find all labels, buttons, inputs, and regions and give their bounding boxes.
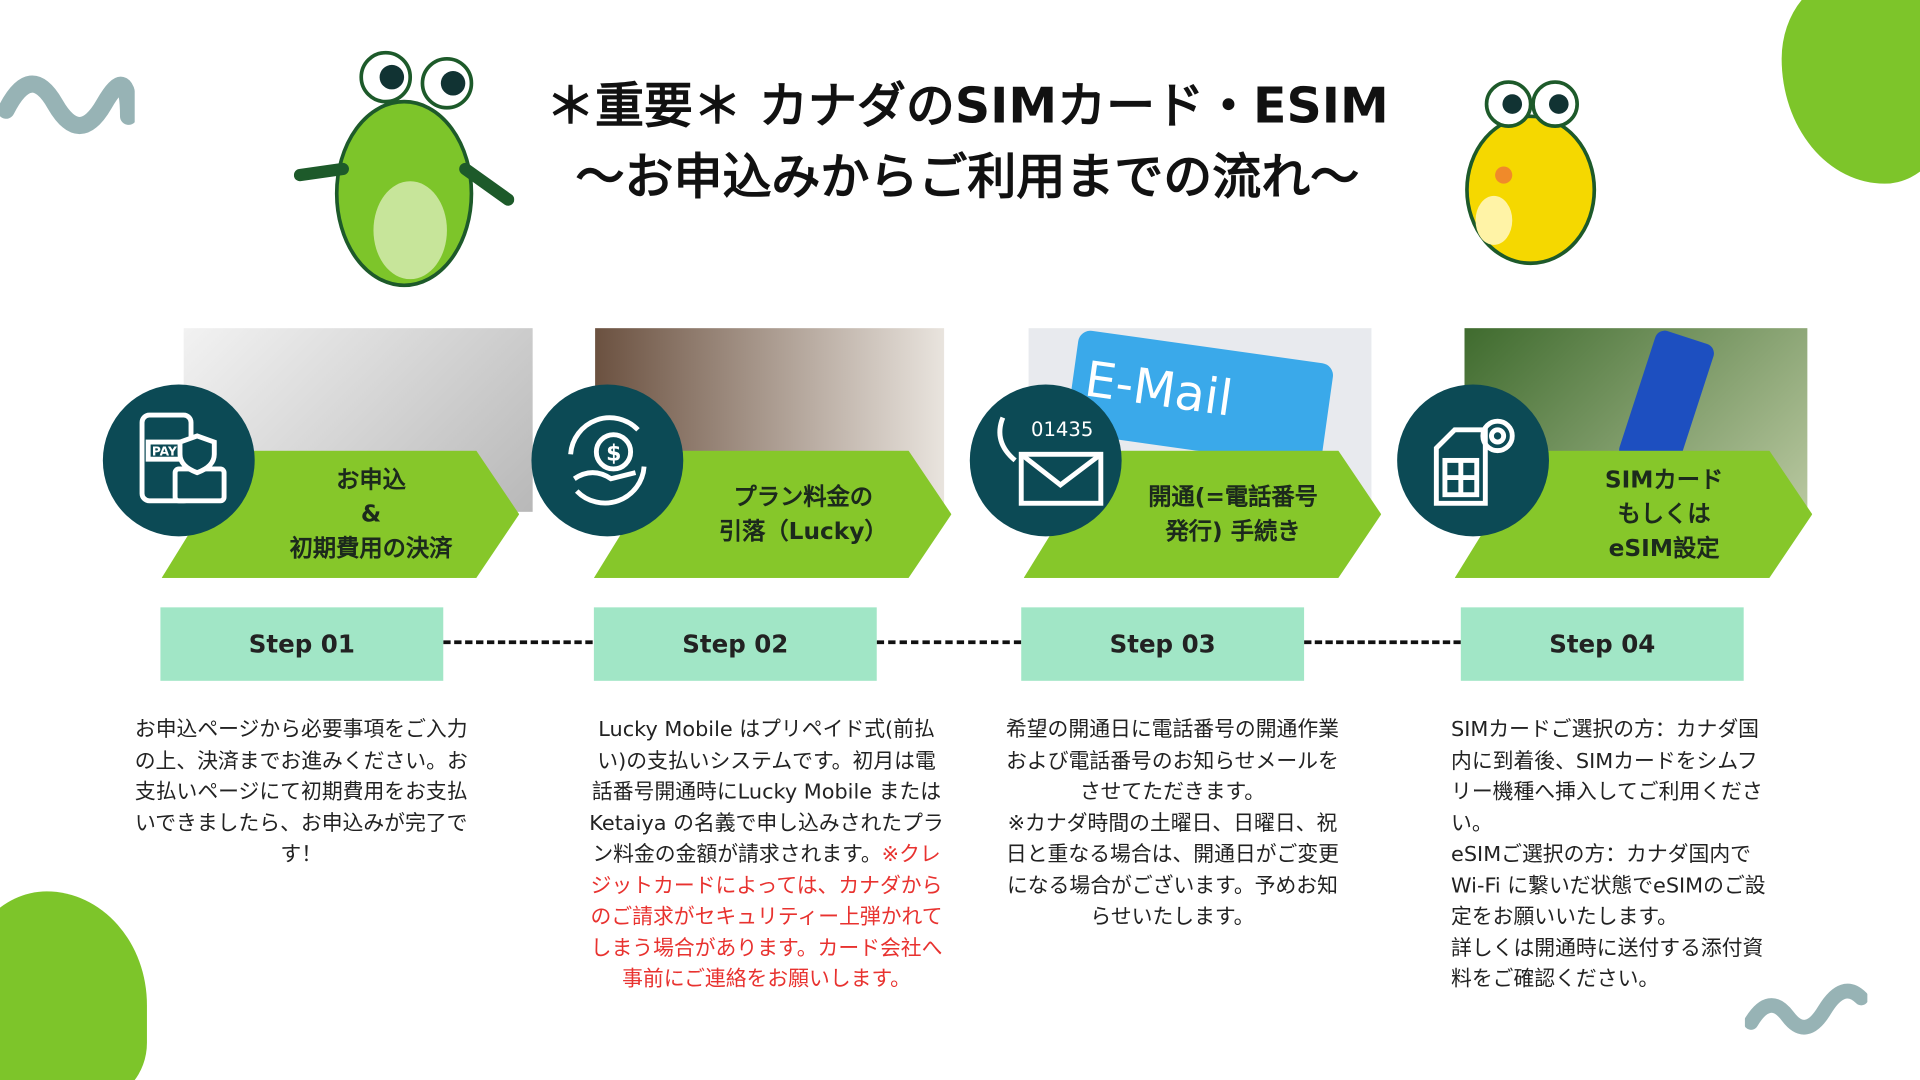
sim-gear-icon bbox=[1433, 418, 1515, 506]
title-line-2: 〜お申込みからご利用までの流れ〜 bbox=[575, 149, 1360, 206]
step-01-label: Step 01 bbox=[160, 607, 444, 681]
money-hand-icon: $ bbox=[568, 415, 647, 506]
step-2-description: Lucky Mobile はプリペイド式(前払い)の支払いシステムです。初月は電… bbox=[589, 715, 944, 996]
icon-number: 01435 bbox=[1031, 418, 1093, 441]
step-2-text: Lucky Mobile はプリペイド式(前払い)の支払いシステムです。初月は電… bbox=[589, 717, 944, 867]
step-1-icon-badge: PAY bbox=[102, 384, 255, 537]
step-03-label: Step 03 bbox=[1021, 607, 1305, 681]
step-1-title: お申込 & 初期費用の決済 bbox=[289, 466, 453, 563]
step-4-icon-badge bbox=[1397, 384, 1549, 537]
phone-mail-icon: 01435 bbox=[997, 416, 1104, 506]
step-3-title: 開通(=電話番号 発行) 手続き bbox=[1148, 483, 1318, 545]
step-1-description: お申込ページから必要事項をご入力の上、決済までお進みください。お支払いページにて… bbox=[134, 717, 468, 867]
decor-blob-bottom-left bbox=[0, 891, 147, 1080]
yellow-frog-mascot bbox=[1465, 80, 1597, 266]
step-3-icon-badge: 01435 bbox=[969, 384, 1122, 537]
step-4-description: SIMカードご選択の方：カナダ国内に到着後、SIMカードをシムフリー機種へ挿入し… bbox=[1451, 717, 1766, 992]
title-line-1: ＊重要＊ カナダのSIMカード・ESIM bbox=[545, 78, 1389, 135]
svg-text:$: $ bbox=[606, 441, 621, 466]
decor-blob-top-right bbox=[1781, 0, 1920, 184]
connector-3-4 bbox=[1304, 640, 1461, 645]
step-4-title: SIMカード もしくは eSIM設定 bbox=[1604, 466, 1724, 563]
decor-squiggle-bottom-right bbox=[1744, 983, 1868, 1035]
page-title: ＊重要＊ カナダのSIMカード・ESIM 〜お申込みからご利用までの流れ〜 bbox=[465, 71, 1469, 213]
step-2-icon-badge: $ bbox=[531, 384, 684, 537]
svg-text:PAY: PAY bbox=[152, 445, 177, 459]
step-3-description: 希望の開通日に電話番号の開通作業および電話番号のお知らせメールをさせてただきます… bbox=[1005, 717, 1339, 930]
step-2-title: プラン料金の 引落（Lucky） bbox=[718, 483, 888, 545]
step-04-label: Step 04 bbox=[1460, 607, 1744, 681]
decor-squiggle-top-left bbox=[0, 75, 135, 134]
connector-2-3 bbox=[876, 640, 1022, 645]
connector-1-2 bbox=[443, 640, 593, 645]
green-frog-mascot bbox=[293, 50, 515, 288]
step-2-warning: ※クレジットカードによっては、カナダからのご請求がセキュリティー上弾かれてしまう… bbox=[590, 842, 943, 992]
pay-card-icon: PAY bbox=[139, 412, 227, 504]
step-02-label: Step 02 bbox=[593, 607, 877, 681]
